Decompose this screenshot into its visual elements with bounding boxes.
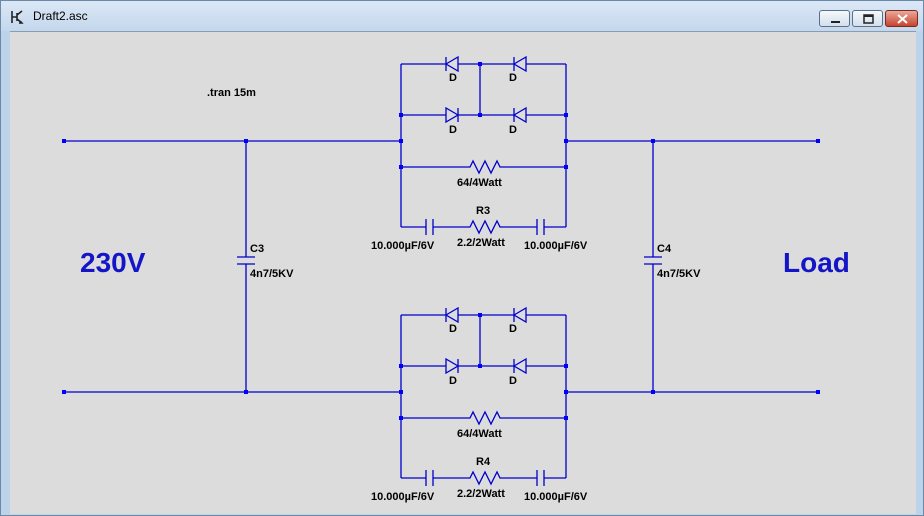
top-diode-3-label[interactable]: D bbox=[449, 124, 457, 136]
top-diode-4-label[interactable]: D bbox=[509, 124, 517, 136]
schematic-canvas[interactable]: .tran 15m 230V Load C3 4n7/5KV C4 4n7/5K… bbox=[10, 31, 916, 514]
r3-name[interactable]: R3 bbox=[476, 205, 491, 217]
top-diode-2-label[interactable]: D bbox=[509, 72, 517, 84]
bottom-diode-block bbox=[400, 314, 567, 486]
ltspice-schematic-icon bbox=[11, 10, 24, 24]
top-cap-right-value[interactable]: 10.000µF/6V bbox=[524, 240, 588, 252]
c3-value[interactable]: 4n7/5KV bbox=[250, 268, 294, 280]
tran-directive[interactable]: .tran 15m bbox=[207, 87, 256, 99]
c4-name[interactable]: C4 bbox=[657, 243, 672, 255]
r4-name[interactable]: R4 bbox=[476, 456, 491, 468]
bottom-diode-2-label[interactable]: D bbox=[509, 323, 517, 335]
bottom-diode-3-label[interactable]: D bbox=[449, 375, 457, 387]
top-shunt-resistor-value[interactable]: 64/4Watt bbox=[457, 177, 502, 189]
c4-value[interactable]: 4n7/5KV bbox=[657, 268, 701, 280]
window-title: Draft2.asc bbox=[33, 9, 88, 23]
bottom-cap-left-value[interactable]: 10.000µF/6V bbox=[371, 491, 435, 503]
title-bar[interactable]: Draft2.asc bbox=[1, 1, 923, 31]
top-cap-left-value[interactable]: 10.000µF/6V bbox=[371, 240, 435, 252]
minimize-icon bbox=[831, 21, 840, 23]
bottom-diode-4-label[interactable]: D bbox=[509, 375, 517, 387]
close-button[interactable] bbox=[885, 10, 918, 27]
load-net-label[interactable]: Load bbox=[783, 247, 850, 278]
close-icon bbox=[897, 14, 908, 24]
junction-dots bbox=[62, 62, 820, 420]
top-diode-block bbox=[400, 63, 567, 235]
c3-name[interactable]: C3 bbox=[250, 243, 265, 255]
schematic-drawing bbox=[62, 56, 820, 486]
bottom-cap-right-value[interactable]: 10.000µF/6V bbox=[524, 491, 588, 503]
top-diode-1-label[interactable]: D bbox=[449, 72, 457, 84]
r4-value[interactable]: 2.2/2Watt bbox=[457, 488, 505, 500]
restore-icon bbox=[863, 14, 874, 24]
minimize-button[interactable] bbox=[819, 10, 850, 27]
bottom-diode-1-label[interactable]: D bbox=[449, 323, 457, 335]
source-net-label[interactable]: 230V bbox=[80, 247, 146, 278]
bottom-shunt-resistor-value[interactable]: 64/4Watt bbox=[457, 428, 502, 440]
restore-button[interactable] bbox=[852, 10, 883, 27]
r3-value[interactable]: 2.2/2Watt bbox=[457, 237, 505, 249]
